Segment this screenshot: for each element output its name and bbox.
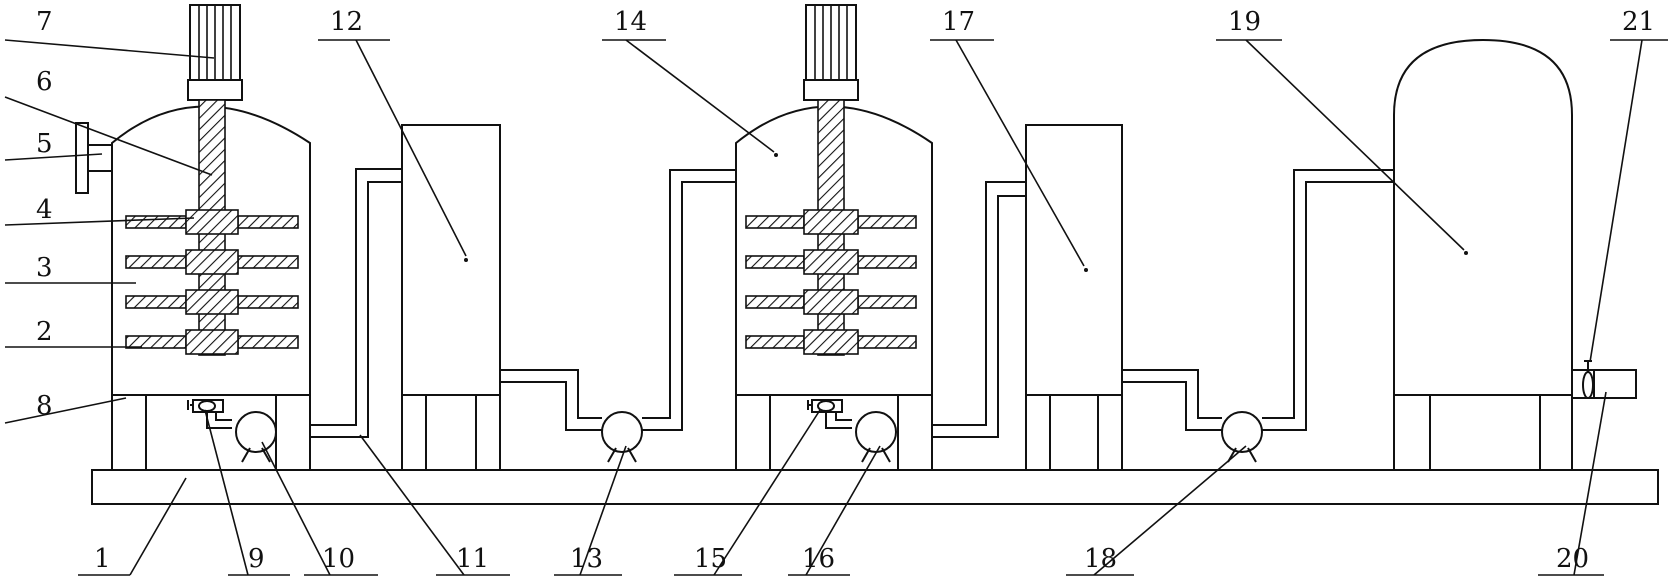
label-16: 16 [802,544,835,574]
label-19: 19 [1228,7,1261,37]
filter-box-17 [1025,124,1123,471]
label-12: 12 [330,7,363,37]
label-13: 13 [570,544,603,574]
pump-13 [601,411,643,463]
label-9: 9 [248,544,265,574]
label-14: 14 [614,7,647,37]
label-1: 1 [94,544,111,574]
pump-10 [235,411,277,463]
label-2: 2 [36,317,53,347]
label-3: 3 [36,253,53,283]
part-labels: 7 6 5 4 3 2 8 1 9 10 11 12 13 14 15 16 1… [36,7,1655,574]
pipe-11 [310,168,402,426]
label-20: 20 [1556,544,1589,574]
side-port-flange [75,122,89,194]
label-15: 15 [694,544,727,574]
outlet-20 [1571,369,1637,399]
base-plate [91,469,1659,505]
label-18: 18 [1084,544,1117,574]
label-10: 10 [322,544,355,574]
label-21: 21 [1622,7,1655,37]
label-5: 5 [36,129,53,159]
label-8: 8 [36,391,53,421]
label-6: 6 [36,67,53,97]
label-17: 17 [942,7,975,37]
pump-18 [1221,411,1263,463]
storage-tank-19 [1393,38,1573,471]
label-4: 4 [36,195,53,225]
valve-21 [1582,360,1594,399]
filter-box-12 [401,124,501,471]
label-11: 11 [456,544,489,574]
mixing-tank-1 [75,4,311,471]
label-7: 7 [36,7,53,37]
valve-15 [807,399,843,413]
mixing-tank-14 [735,4,933,471]
leader-lines [4,39,1668,576]
side-port-neck [87,144,113,172]
motor-1-base [187,79,243,101]
